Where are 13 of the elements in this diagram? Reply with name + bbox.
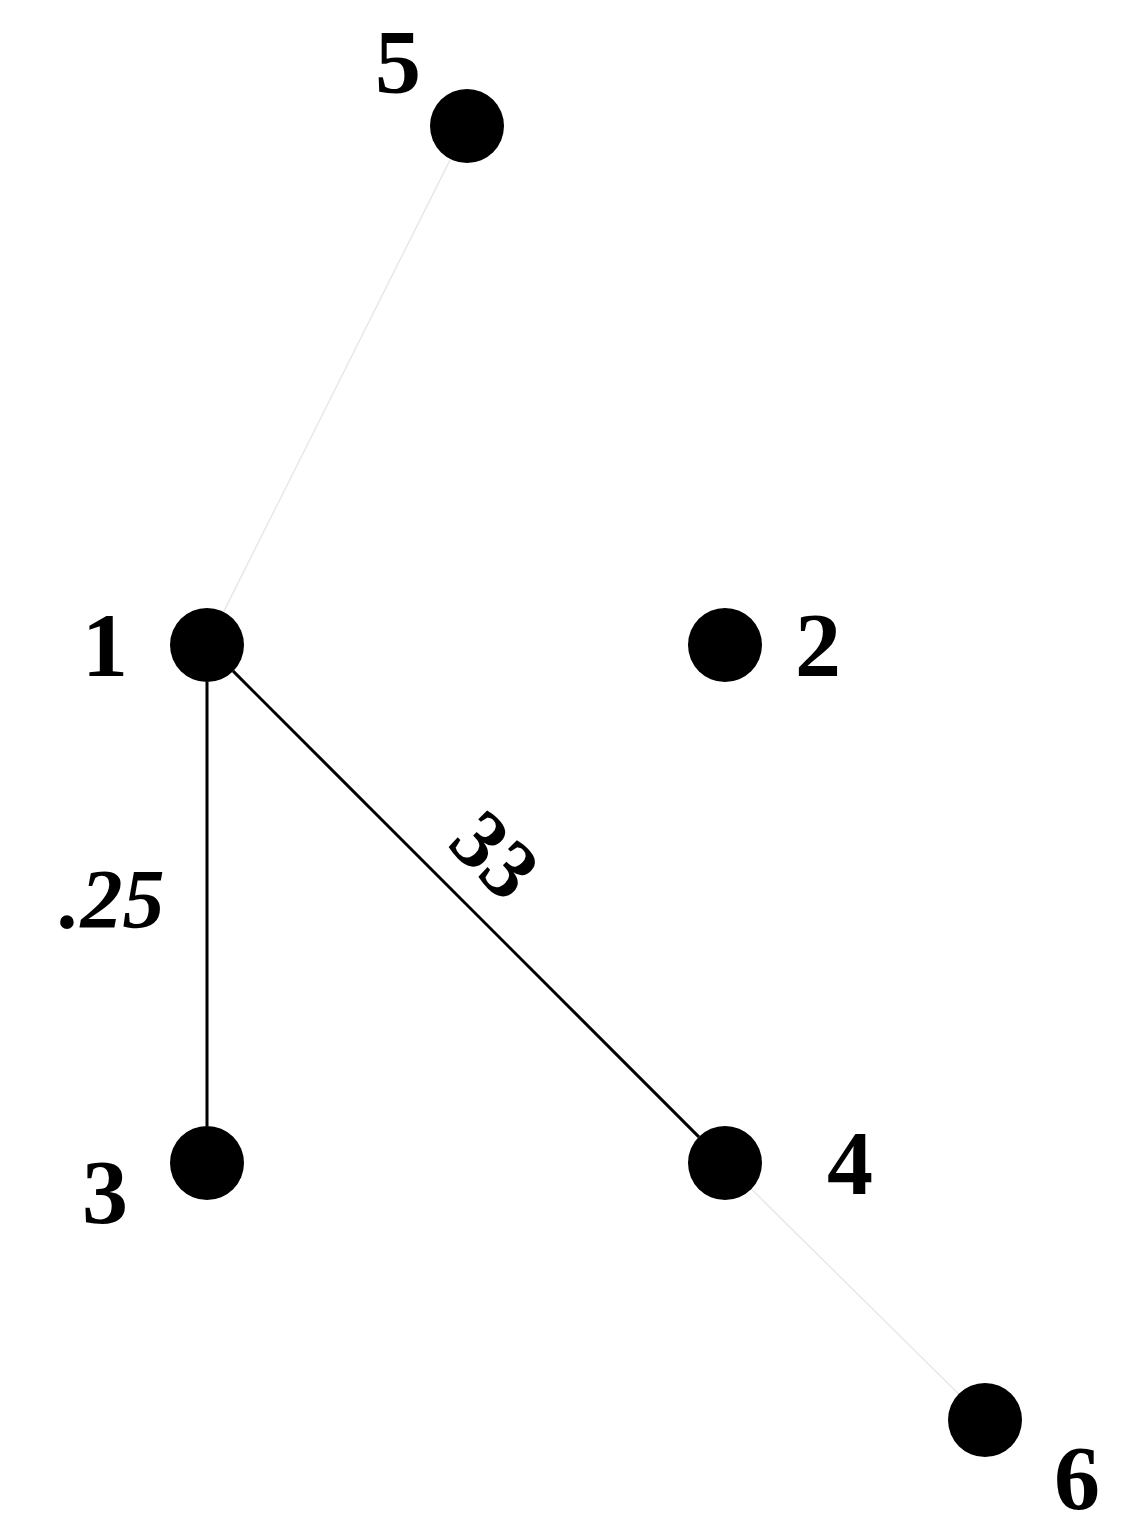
edge-line <box>232 670 700 1138</box>
edge-line <box>222 158 452 613</box>
node-dot <box>170 608 244 682</box>
node-number: 5 <box>375 16 421 108</box>
node-number: 1 <box>82 599 128 691</box>
edge-label: 33 <box>434 794 556 916</box>
node-dot <box>688 1126 762 1200</box>
node-number: 2 <box>795 599 841 691</box>
edge-line <box>205 682 209 1126</box>
node-number: 3 <box>82 1146 128 1238</box>
node-number: 4 <box>827 1117 873 1209</box>
node-number: 6 <box>1054 1432 1100 1521</box>
edge-line <box>750 1188 960 1395</box>
